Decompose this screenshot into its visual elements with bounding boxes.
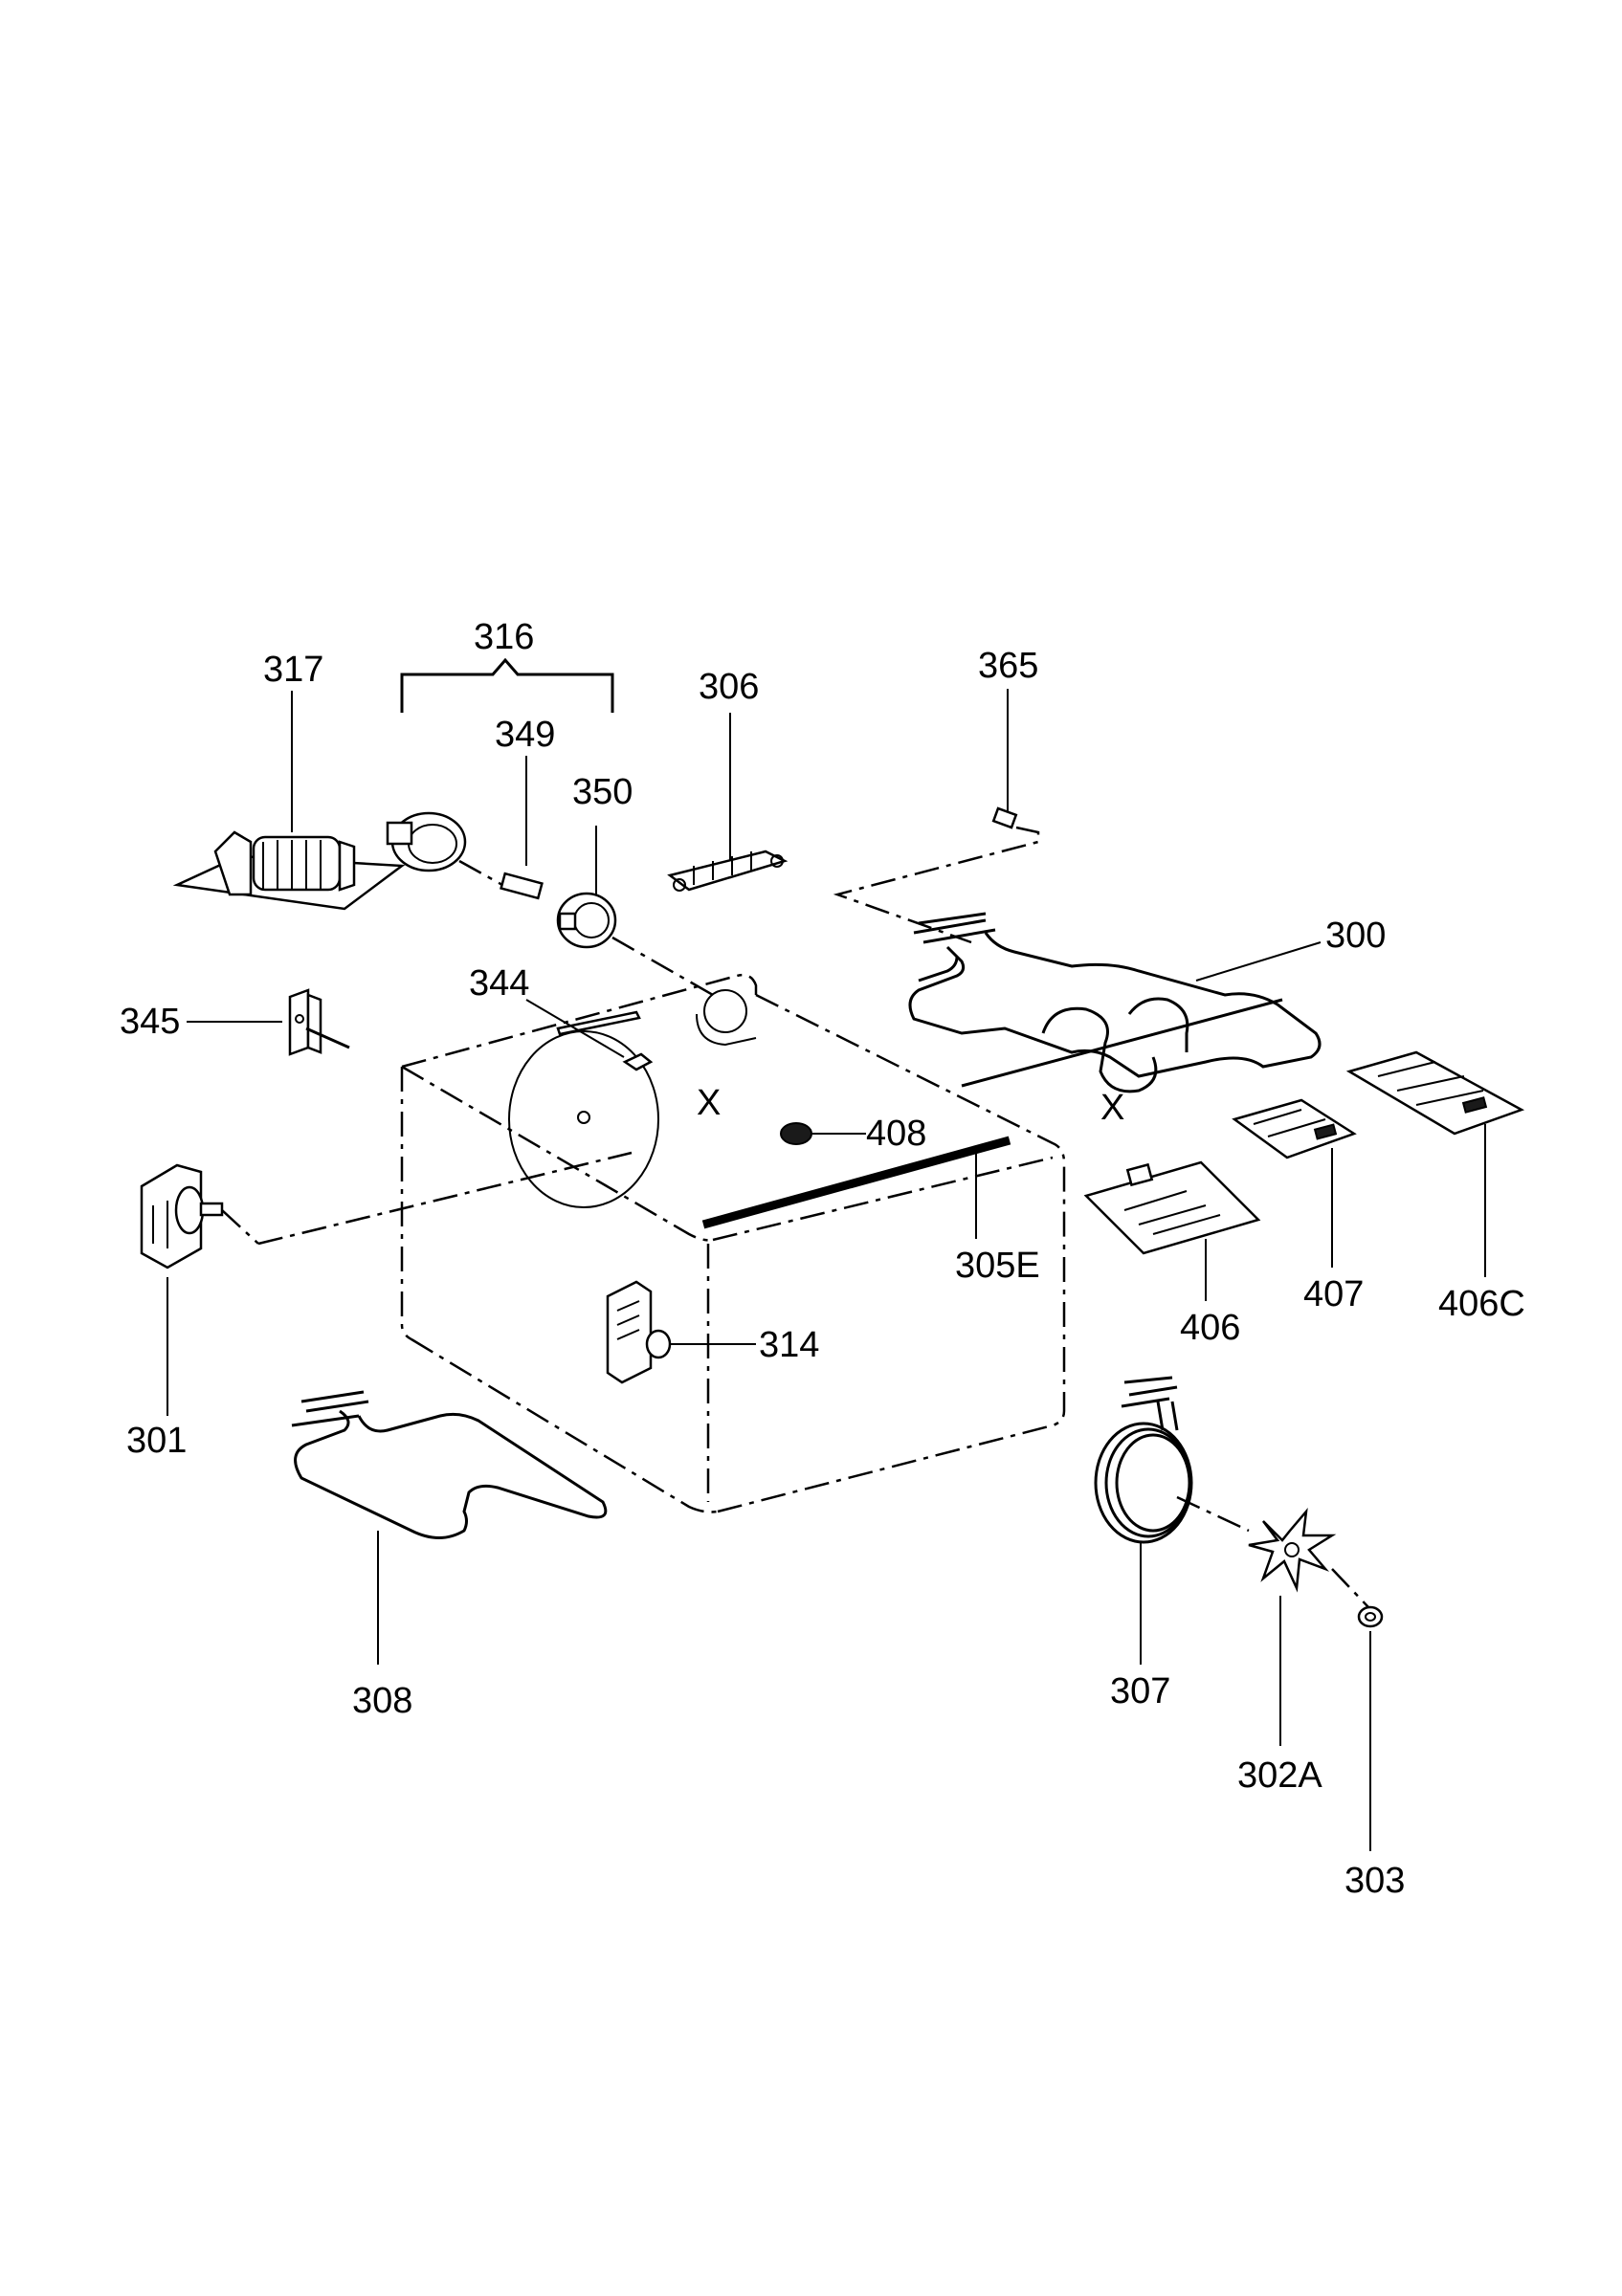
part-314-lamp-holder (606, 1280, 756, 1384)
part-307-circular-element (1094, 1376, 1193, 1665)
part-350-knob (556, 892, 714, 997)
label-316: 316 (474, 617, 534, 657)
label-x-cavity: X (697, 1083, 721, 1123)
label-406: 406 (1180, 1308, 1240, 1348)
part-301-fan-motor (140, 1163, 259, 1416)
part-300-grill-element (908, 912, 1322, 1093)
label-303: 303 (1344, 1861, 1405, 1901)
label-300: 300 (1325, 916, 1386, 956)
part-317-tangential-fan (172, 830, 406, 911)
part-302a-fan-blade (1176, 1495, 1369, 1746)
bracket-316 (400, 657, 614, 713)
part-308-bottom-element (291, 1390, 608, 1665)
part-408-foot (780, 1122, 866, 1145)
label-406c: 406C (1438, 1284, 1525, 1324)
label-407: 407 (1303, 1274, 1364, 1314)
part-349-thermostat (386, 811, 544, 900)
part-406-control-board (1083, 1160, 1261, 1301)
label-344: 344 (469, 963, 529, 1004)
label-302a: 302A (1237, 1755, 1322, 1796)
label-308: 308 (352, 1681, 412, 1721)
label-317: 317 (263, 650, 323, 690)
label-350: 350 (572, 772, 633, 812)
label-314: 314 (759, 1325, 819, 1365)
label-408: 408 (866, 1114, 926, 1154)
part-406c-control-board (1345, 1050, 1525, 1277)
label-307: 307 (1110, 1671, 1170, 1711)
label-345: 345 (120, 1002, 180, 1042)
part-306-terminal-block (667, 850, 789, 892)
door-seal-strip (701, 1136, 1011, 1229)
part-344-bracket (525, 999, 654, 1071)
fan-cover-circle (257, 1030, 659, 1246)
label-365: 365 (978, 646, 1038, 686)
part-303-nut (1357, 1605, 1384, 1851)
part-407-control-board (1232, 1098, 1357, 1268)
label-349: 349 (495, 715, 555, 755)
part-345-bracket (187, 988, 350, 1056)
label-306: 306 (699, 667, 759, 707)
part-365-screw (833, 806, 1040, 944)
label-301: 301 (126, 1421, 187, 1461)
label-305e: 305E (955, 1246, 1040, 1286)
label-x-boards: X (1100, 1088, 1124, 1128)
oven-cavity-outline (400, 973, 1066, 1513)
